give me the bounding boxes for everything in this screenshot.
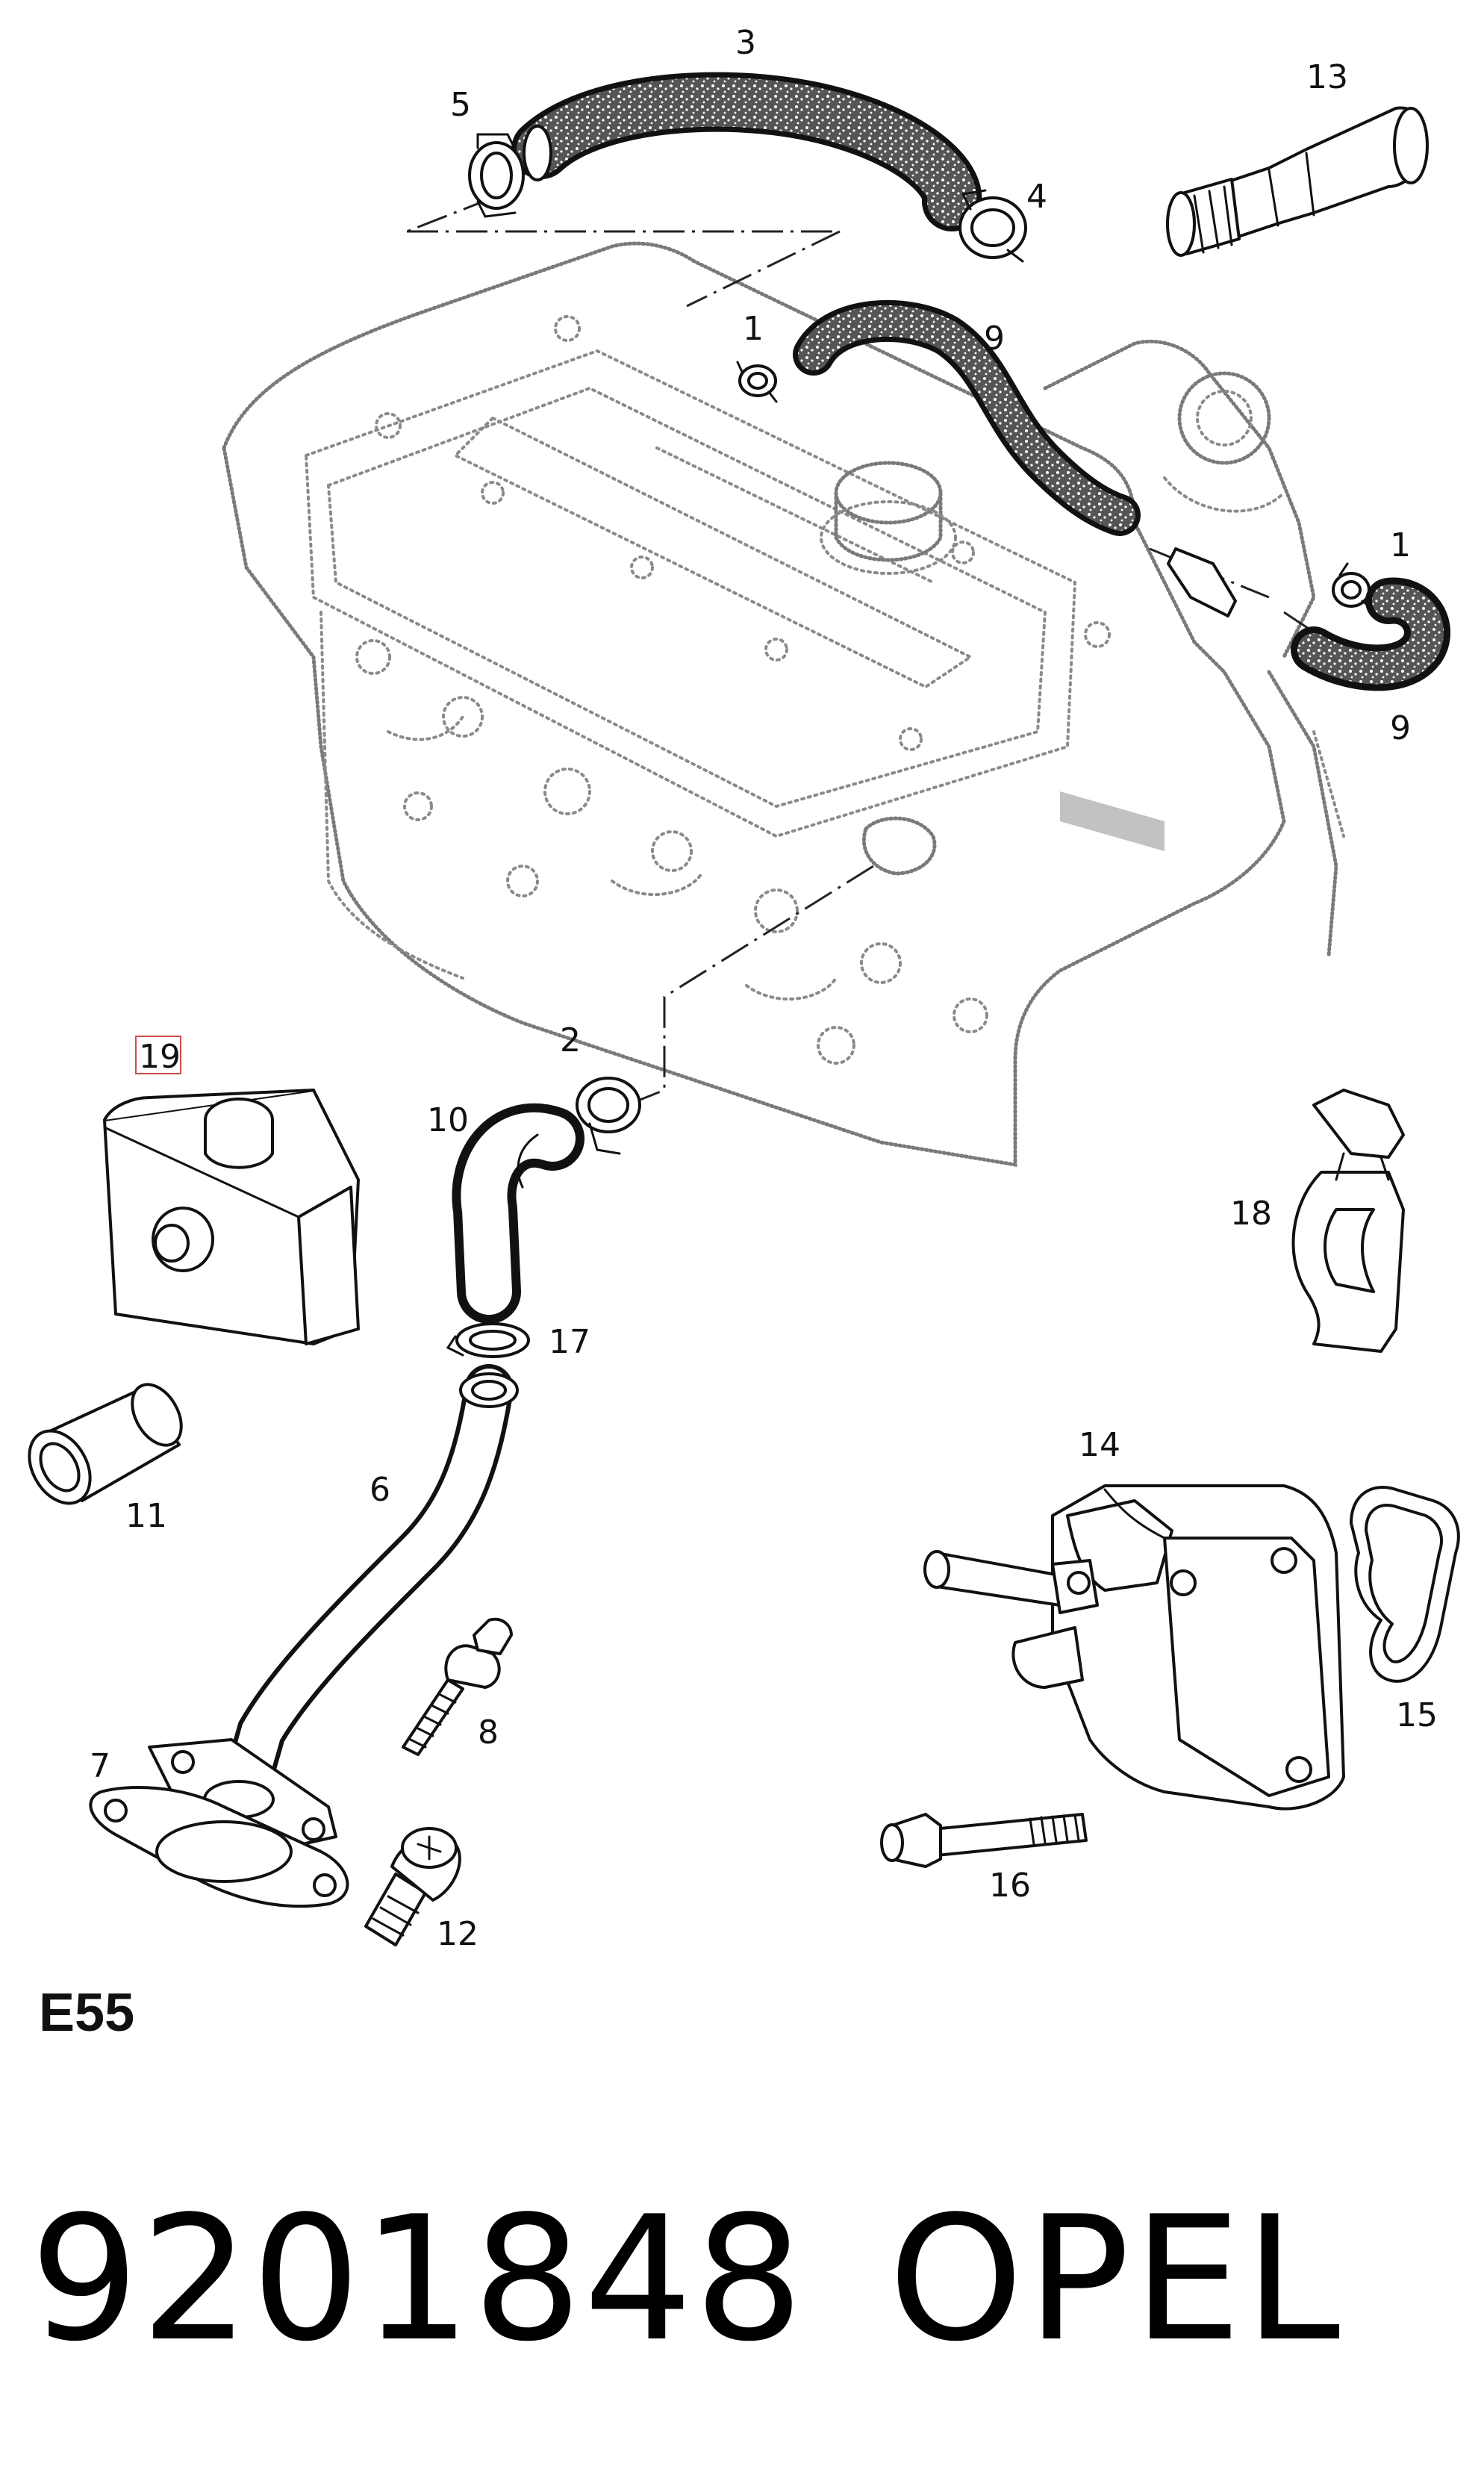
hose-part-3 (511, 72, 982, 231)
hose-part-10 (452, 1103, 584, 1324)
callout-3: 3 (735, 24, 756, 62)
assembly-lines (406, 196, 1329, 1106)
bolt-part-16 (880, 1813, 1088, 1868)
callout-10: 10 (427, 1101, 469, 1139)
bolt-part-12 (364, 1827, 461, 1946)
callout-11: 11 (125, 1497, 167, 1535)
callout-12: 12 (437, 1915, 478, 1953)
clamp-part-2 (576, 1077, 641, 1155)
callout-box-19 (135, 1036, 181, 1074)
callout-18: 18 (1230, 1195, 1272, 1233)
callout-labels: 3 5 4 13 1 9 1 9 19 2 10 18 17 11 6 14 1… (90, 24, 1438, 1953)
housing-part-14 (923, 1484, 1345, 1811)
bracket-part-18 (1291, 1089, 1405, 1353)
callout-1-right: 1 (1390, 526, 1411, 564)
hose-part-9-lower (1291, 577, 1450, 691)
callout-5: 5 (450, 86, 471, 124)
callout-17: 17 (549, 1323, 590, 1361)
clamp-part-5 (468, 133, 525, 218)
callout-8: 8 (478, 1713, 499, 1752)
callout-4: 4 (1026, 178, 1047, 216)
callout-15: 15 (1396, 1696, 1438, 1734)
fitting-part-13 (1166, 106, 1429, 257)
callout-19: 19 (139, 1038, 181, 1076)
callout-7: 7 (90, 1747, 110, 1785)
section-code: E55 (39, 1983, 135, 2043)
callout-13: 13 (1306, 58, 1348, 96)
separator-part-19 (103, 1089, 360, 1345)
engine-block-ghost (222, 241, 1345, 1167)
callout-9-upper: 9 (984, 320, 1005, 358)
callout-6: 6 (370, 1471, 390, 1509)
brand-name: OPEL (888, 2180, 1344, 2379)
hose-part-9-upper (793, 300, 1237, 617)
clamp-part-17 (446, 1322, 530, 1358)
callout-9-lower: 9 (1390, 709, 1411, 747)
pipe-part-6 (222, 1364, 519, 1809)
callout-14: 14 (1079, 1426, 1120, 1464)
part-number: 9201848 (30, 2180, 805, 2379)
callout-16: 16 (989, 1867, 1031, 1905)
gasket-part-7 (89, 1786, 349, 1908)
gasket-part-15 (1350, 1486, 1460, 1683)
clamp-part-1-left (736, 361, 778, 403)
stud-part-8 (402, 1617, 513, 1756)
clamp-part-4 (958, 189, 1027, 263)
callout-2: 2 (560, 1021, 581, 1059)
callout-1-upper: 1 (743, 310, 764, 348)
sleeve-part-11 (28, 1383, 183, 1505)
